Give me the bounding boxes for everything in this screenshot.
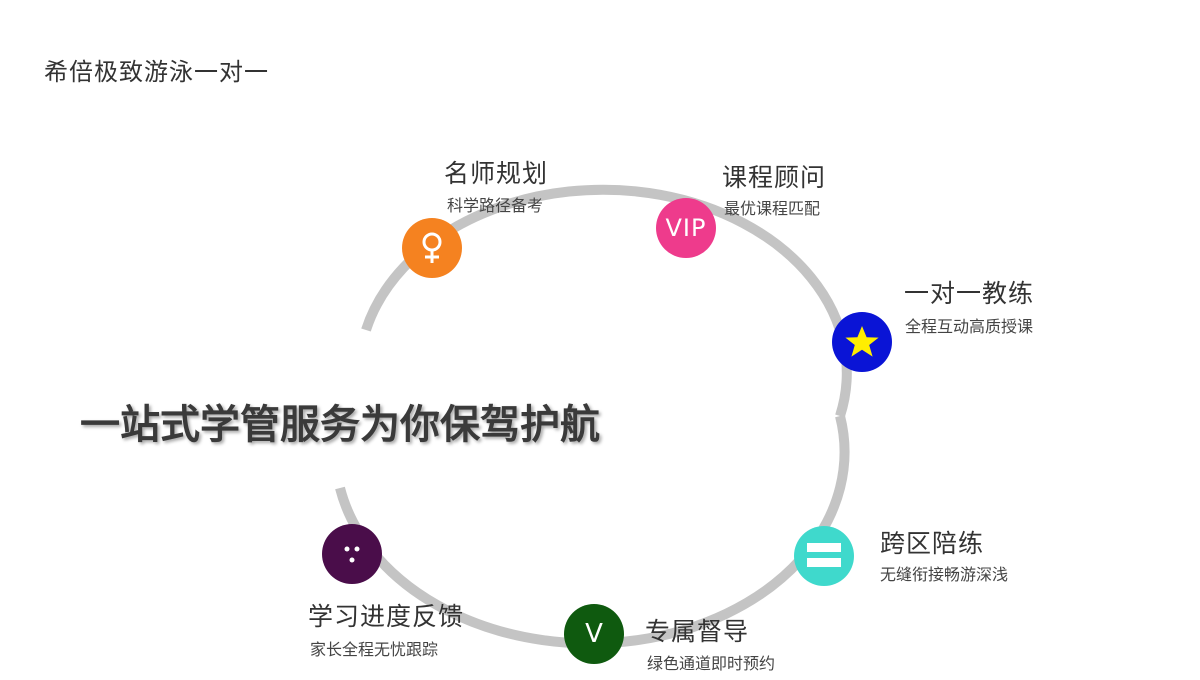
- node-icon-consultant: VIP: [656, 198, 716, 258]
- node-icon-progress: [322, 524, 382, 584]
- node-sub-coach: 全程互动高质授课: [905, 317, 1034, 336]
- node-sub-cross-region: 无缝衔接畅游深浅: [880, 565, 1009, 584]
- star-icon: [845, 326, 879, 357]
- equals-icon: [807, 543, 841, 567]
- node-title-planning: 名师规划: [444, 159, 549, 188]
- node-title-progress: 学习进度反馈: [308, 602, 465, 631]
- node-icon-cross-region: [794, 526, 854, 586]
- dots-icon: [344, 546, 360, 563]
- ring-arc-lower: [335, 414, 850, 649]
- node-sub-planning: 科学路径备考: [447, 196, 544, 215]
- node-sub-supervisor: 绿色通道即时预约: [647, 654, 776, 673]
- v-icon: V: [585, 619, 603, 649]
- node-sub-progress: 家长全程无忧跟踪: [310, 640, 439, 659]
- node-icon-supervisor: V: [564, 604, 624, 664]
- female-symbol-icon: [422, 232, 442, 263]
- node-icon-coach: [832, 312, 892, 372]
- node-sub-consultant: 最优课程匹配: [724, 199, 821, 218]
- node-title-coach: 一对一教练: [904, 279, 1035, 308]
- vip-icon: VIP: [665, 214, 707, 242]
- node-icon-planning: [402, 218, 462, 278]
- node-title-cross-region: 跨区陪练: [880, 529, 985, 558]
- headline: 一站式学管服务为你保驾护航: [80, 402, 600, 448]
- node-title-supervisor: 专属督导: [645, 617, 750, 646]
- brand-title: 希倍极致游泳一对一: [44, 58, 269, 86]
- node-title-consultant: 课程顾问: [722, 163, 827, 192]
